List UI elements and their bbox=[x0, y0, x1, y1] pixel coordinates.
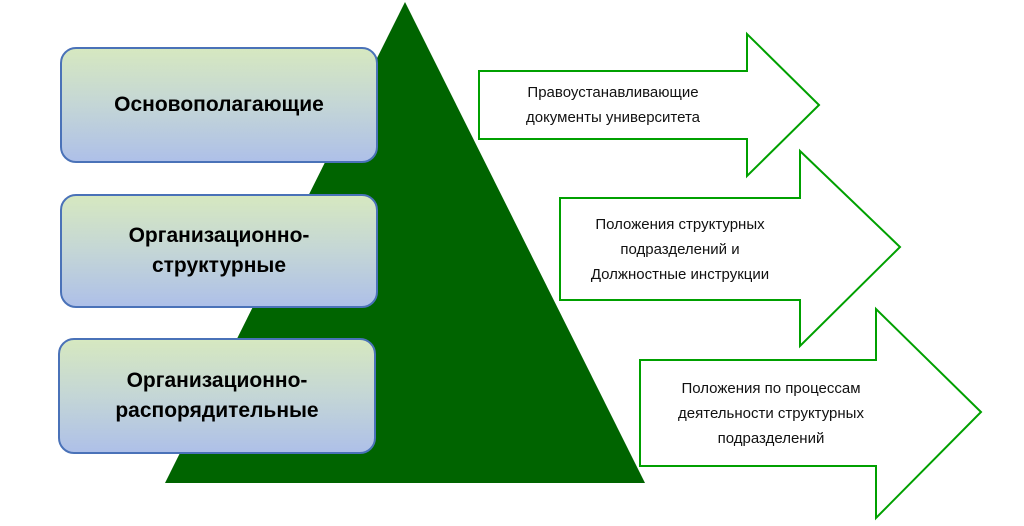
level-box-organizational-structural: Организационно- структурные bbox=[60, 194, 378, 308]
arrow-text-1: Правоустанавливающие документы университ… bbox=[481, 73, 745, 137]
level-label-organizational-administrative: Организационно- распорядительные bbox=[115, 369, 319, 422]
arrow-label-1: Правоустанавливающие документы университ… bbox=[525, 84, 701, 126]
arrow-text-2: Положения структурных подразделений и До… bbox=[562, 200, 798, 298]
level-label-foundational: Основополагающие bbox=[114, 93, 324, 116]
level-box-organizational-administrative: Организационно- распорядительные bbox=[58, 338, 376, 454]
level-label-organizational-structural: Организационно- структурные bbox=[128, 224, 310, 277]
arrow-shape-3 bbox=[639, 306, 983, 521]
arrow-label-3: Положения по процессам деятельности стру… bbox=[678, 379, 864, 447]
arrow-label-2: Положения структурных подразделений и До… bbox=[590, 215, 770, 283]
arrow-shape-1 bbox=[478, 31, 821, 179]
arrow-shape-2 bbox=[559, 148, 902, 349]
level-box-foundational: Основополагающие bbox=[60, 47, 378, 163]
arrow-text-3: Положения по процессам деятельности стру… bbox=[642, 362, 900, 464]
